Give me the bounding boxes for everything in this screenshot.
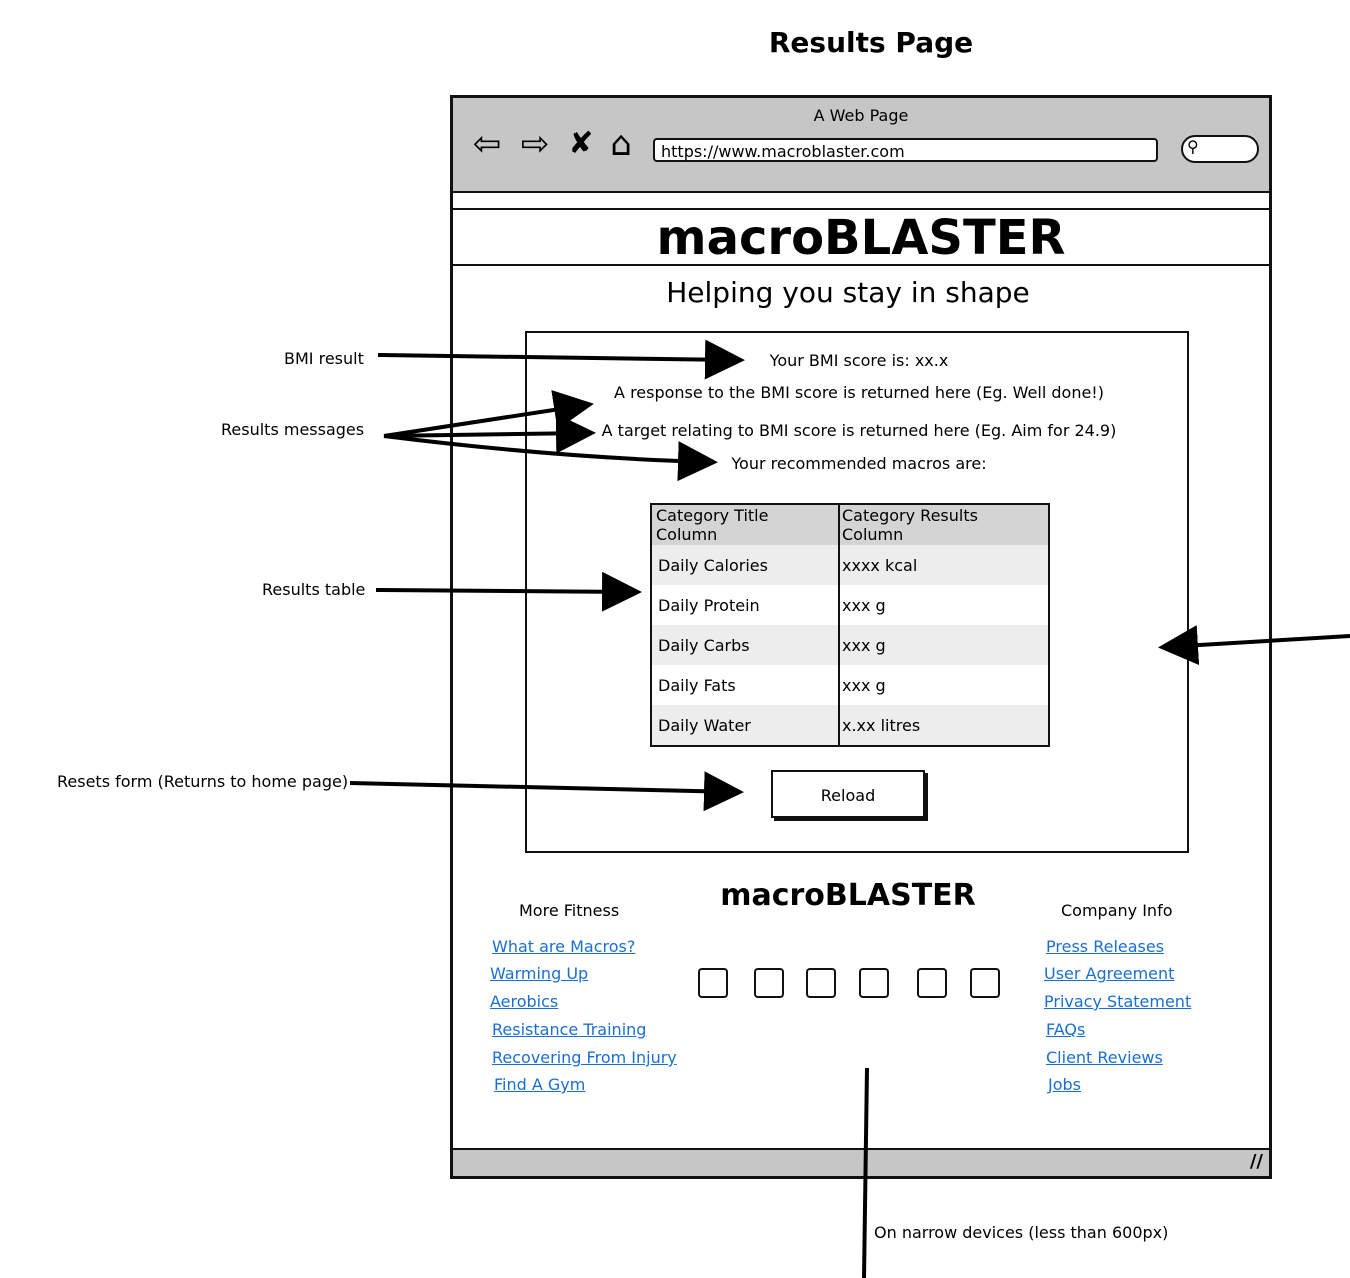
- social-icon-placeholder[interactable]: [917, 968, 947, 998]
- reload-button[interactable]: Reload: [771, 770, 925, 818]
- close-x-icon[interactable]: ✘: [568, 126, 594, 161]
- arrow-messages-3: [383, 434, 718, 482]
- footer-link-privacy-statement[interactable]: Privacy Statement: [1044, 992, 1192, 1011]
- table-cell: Daily Calories: [651, 545, 840, 585]
- arrow-messages-2: [383, 413, 596, 454]
- table-header-results: Category Results Column: [839, 504, 1050, 545]
- annotation-bmi-result: BMI result: [284, 349, 364, 368]
- annotation-results-messages: Results messages: [221, 420, 365, 439]
- bmi-response-text: A response to the BMI score is returned …: [614, 383, 1104, 402]
- footer-link-client-reviews[interactable]: Client Reviews: [1046, 1048, 1163, 1067]
- footer-link-aerobics[interactable]: Aerobics: [490, 992, 559, 1011]
- footer-link-faqs[interactable]: FAQs: [1046, 1020, 1086, 1039]
- browser-window: A Web Page ⇦ ⇨ ✘ ⌂ https://www.macroblas…: [450, 95, 1272, 1179]
- table-header-row: Category Title Column Category Results C…: [651, 504, 1050, 545]
- footer-link-resistance-training[interactable]: Resistance Training: [492, 1020, 647, 1039]
- site-header-brand: macroBLASTER: [453, 208, 1269, 266]
- back-arrow-icon[interactable]: ⇦: [472, 124, 502, 164]
- bmi-score-text: Your BMI score is: xx.x: [769, 351, 949, 370]
- table-row: Daily Calories xxxx kcal: [651, 545, 1050, 585]
- table-row: Daily Water x.xx litres: [651, 705, 1050, 746]
- forward-arrow-icon[interactable]: ⇨: [520, 124, 550, 164]
- table-cell: xxx g: [839, 625, 1050, 665]
- table-cell: xxx g: [839, 665, 1050, 705]
- footer-right-heading: Company Info: [1061, 901, 1173, 920]
- footer-link-what-are-macros[interactable]: What are Macros?: [492, 937, 636, 956]
- search-icon: ⚲: [1187, 137, 1199, 156]
- home-icon[interactable]: ⌂: [610, 124, 632, 164]
- browser-status-bar: //: [453, 1148, 1269, 1176]
- table-row: Daily Fats xxx g: [651, 665, 1050, 705]
- table-cell: xxx g: [839, 585, 1050, 625]
- table-row: Daily Protein xxx g: [651, 585, 1050, 625]
- social-icon-placeholder[interactable]: [698, 968, 728, 998]
- footer-link-recovering-from-injury[interactable]: Recovering From Injury: [492, 1048, 677, 1067]
- footer-link-press-releases[interactable]: Press Releases: [1046, 937, 1165, 956]
- footer-link-find-a-gym[interactable]: Find A Gym: [494, 1075, 586, 1094]
- table-cell: Daily Water: [651, 705, 840, 746]
- footer-link-warming-up[interactable]: Warming Up: [490, 964, 589, 983]
- social-icon-placeholder[interactable]: [859, 968, 889, 998]
- footer-brand: macroBLASTER: [720, 878, 976, 913]
- table-cell: xxxx kcal: [839, 545, 1050, 585]
- macros-intro-text: Your recommended macros are:: [731, 454, 987, 473]
- footer-left-heading: More Fitness: [519, 901, 620, 920]
- social-icon-placeholder[interactable]: [754, 968, 784, 998]
- resize-handle-icon[interactable]: //: [1249, 1151, 1263, 1172]
- social-icon-placeholder[interactable]: [970, 968, 1000, 998]
- window-title: A Web Page: [813, 106, 909, 125]
- arrow-messages-1: [383, 390, 594, 438]
- table-cell: Daily Carbs: [651, 625, 840, 665]
- results-table: Category Title Column Category Results C…: [650, 503, 1050, 747]
- arrow-bmi-result: [377, 339, 745, 380]
- table-cell: Daily Protein: [651, 585, 840, 625]
- narrow-devices-line: [862, 1067, 869, 1278]
- footer-link-jobs[interactable]: Jobs: [1048, 1075, 1081, 1094]
- table-cell: x.xx litres: [839, 705, 1050, 746]
- table-row: Daily Carbs xxx g: [651, 625, 1050, 665]
- browser-chrome: A Web Page ⇦ ⇨ ✘ ⌂ https://www.macroblas…: [453, 98, 1269, 193]
- social-icon-placeholder[interactable]: [806, 968, 836, 998]
- table-header-title: Category Title Column: [651, 504, 840, 545]
- arrow-narrow-devices: [1158, 625, 1350, 666]
- bmi-target-text: A target relating to BMI score is return…: [601, 421, 1117, 440]
- browser-search-box[interactable]: ⚲: [1181, 135, 1259, 163]
- table-cell: Daily Fats: [651, 665, 840, 705]
- annotation-resets-form: Resets form (Returns to home page): [57, 772, 349, 791]
- annotation-results-table: Results table: [262, 580, 366, 599]
- arrow-results-table: [375, 571, 642, 612]
- url-bar[interactable]: https://www.macroblaster.com: [653, 138, 1158, 162]
- site-tagline: Helping you stay in shape: [666, 276, 1030, 309]
- results-panel: Your BMI score is: xx.x A response to th…: [525, 331, 1189, 853]
- annotation-narrow-devices: On narrow devices (less than 600px): [874, 1223, 1169, 1242]
- footer-link-user-agreement[interactable]: User Agreement: [1044, 964, 1175, 983]
- page-title: Results Page: [768, 26, 974, 59]
- arrow-reload: [349, 771, 744, 812]
